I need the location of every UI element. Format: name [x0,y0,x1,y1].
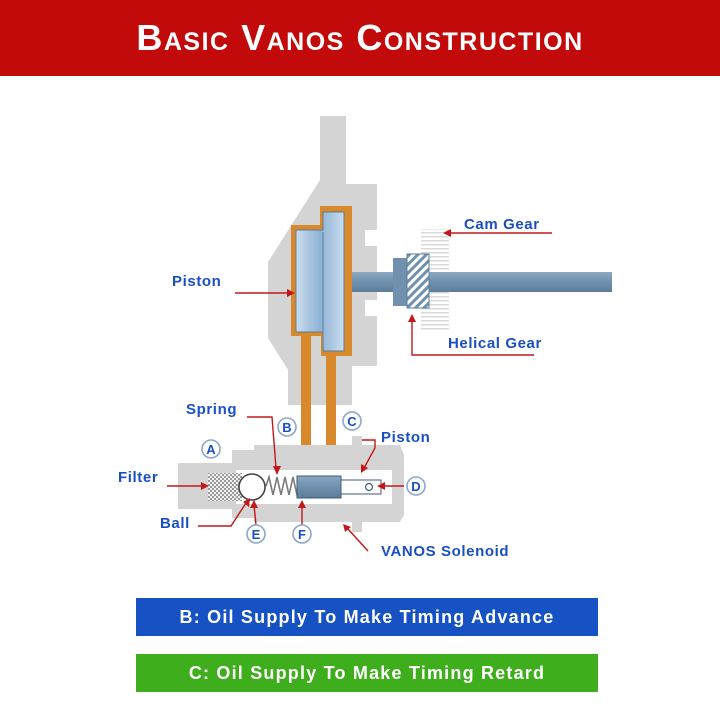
legend-retard: C: Oil Supply To Make Timing Retard [136,654,598,692]
svg-text:C: C [347,414,357,429]
check-ball [238,473,266,501]
marker-d: D [406,476,426,496]
svg-text:D: D [411,479,420,494]
legend-retard-text: C: Oil Supply To Make Timing Retard [188,662,546,683]
helical-gear [406,253,430,309]
label-piston-solenoid: Piston [381,429,430,446]
page-title: Basic Vanos Construction [136,17,584,58]
leader-piston-solenoid [362,439,376,469]
leader-helical-gear [411,318,534,356]
svg-text:B: B [282,420,291,435]
marker-c: C [342,411,362,431]
helical-gear-hub [393,258,407,306]
leader-arrowheads [201,229,451,532]
svg-text:A: A [206,442,216,457]
label-ball: Ball [160,515,190,532]
marker-e: E [246,524,266,544]
svg-text:E: E [252,527,261,542]
legend-advance: B: Oil Supply To Make Timing Advance [136,598,598,636]
vanos-diagram: Piston Cam Gear Helical Gear Spring Pist… [118,116,612,560]
label-filter: Filter [118,469,158,486]
label-piston-main: Piston [172,273,221,290]
solenoid-plunger [340,479,382,495]
main-piston [295,211,345,352]
label-vanos-solenoid: VANOS Solenoid [381,543,509,560]
title-bar: Basic Vanos Construction [0,0,720,76]
oil-line-c [326,356,336,474]
plunger-port [364,482,374,492]
label-cam-gear: Cam Gear [464,216,540,233]
solenoid-piston [296,475,342,499]
marker-a: A [201,439,221,459]
oil-line-b [301,336,311,474]
camshaft [338,272,612,292]
leader-vanos-solenoid [347,528,369,552]
leader-ball [198,502,247,527]
leader-spring [247,416,277,469]
filter-element [208,473,242,501]
marker-b: B [277,417,297,437]
marker-f: F [292,524,312,544]
legend-advance-text: B: Oil Supply To Make Timing Advance [179,606,555,627]
svg-text:F: F [298,527,306,542]
label-spring: Spring [186,401,237,418]
spring [265,474,302,498]
label-helical-gear: Helical Gear [448,335,542,352]
leader-e [253,504,257,526]
